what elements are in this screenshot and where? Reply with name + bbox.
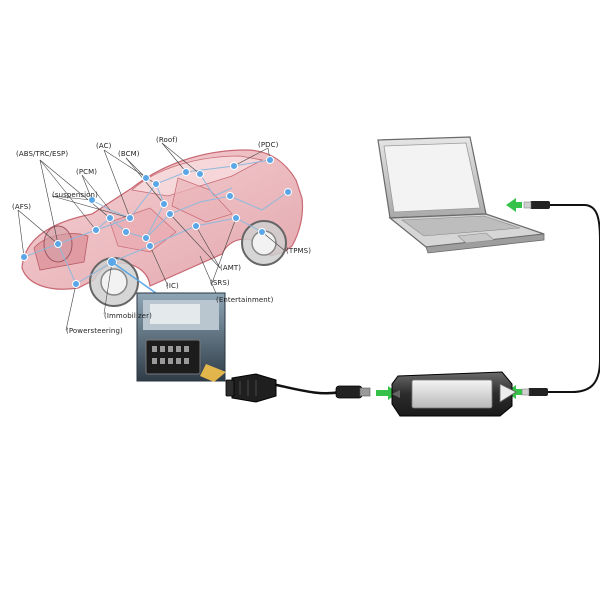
label-ic: (IC) [166, 282, 179, 290]
node-amt-2 [192, 222, 200, 230]
interface-silver-plate [411, 379, 493, 409]
label-immobilizer-text: Immobilizer [106, 312, 150, 320]
cable-plug-middle [335, 385, 371, 399]
label-pdc-text: PDC [260, 141, 276, 149]
label-pcm: (PCM) [76, 168, 98, 176]
node-dash [122, 228, 130, 236]
label-suspension: (suspension) [52, 191, 98, 199]
cables [271, 204, 600, 395]
label-powersteering-text: Powersteering [68, 327, 121, 335]
node-powersteering [72, 280, 80, 288]
obd-cable [271, 382, 341, 395]
node-srs [232, 214, 240, 222]
label-suspension-text: suspension [54, 191, 96, 199]
node-mid [226, 192, 234, 200]
node-center [160, 200, 168, 208]
laptop-illustration [377, 136, 545, 254]
node-ac [126, 214, 134, 222]
laptop-keyboard [401, 215, 521, 237]
laptop-screen [383, 142, 481, 213]
node-pdc [230, 162, 238, 170]
label-ic-text: IC [168, 282, 176, 290]
label-tpms-text: TPMS [288, 247, 309, 255]
obd-connector-adapter [225, 373, 277, 403]
interface-led-triangle [499, 383, 517, 403]
node-pdc-2 [266, 156, 274, 164]
node-pcm [92, 226, 100, 234]
highlight-arrow [200, 364, 226, 382]
car-wheel-rear [241, 220, 287, 266]
label-srs: (SRS) [210, 279, 230, 287]
node-rear [284, 188, 292, 196]
label-tpms: (TPMS) [286, 247, 312, 255]
label-pdc: (PDC) [258, 141, 279, 149]
label-powersteering: (Powersteering) [66, 327, 123, 335]
label-abs-trc-esp-text: ABS/TRC/ESP [18, 150, 66, 158]
arrow-to-laptop [506, 198, 522, 212]
obd-socket [145, 339, 201, 375]
label-amt: (AMT) [220, 264, 242, 272]
usb-plug-laptop [523, 201, 550, 209]
label-ac-text: AC [98, 142, 109, 150]
label-bcm: (BCM) [118, 150, 140, 158]
car-seat [171, 177, 233, 223]
label-pcm-text: PCM [78, 168, 95, 176]
node-amt [166, 210, 174, 218]
node-roof-2 [196, 170, 204, 178]
label-entertainment: (Entertainment) [216, 296, 274, 304]
label-leader-lines [17, 142, 285, 331]
label-afs-text: AFS [14, 203, 29, 211]
label-immobilizer: (Immobilizer) [104, 312, 152, 320]
node-afs [20, 253, 28, 261]
usb-plug-interface [521, 388, 548, 396]
label-ac: (AC) [96, 142, 112, 150]
label-bcm-text: BCM [120, 150, 137, 158]
label-afs: (AFS) [12, 203, 32, 211]
node-bcm [152, 180, 160, 188]
node-ic-2 [146, 242, 154, 250]
node-abs [54, 240, 62, 248]
ecu-nodes [20, 156, 292, 288]
car-illustration [21, 149, 304, 307]
usb-cable [546, 204, 600, 393]
node-ic [142, 234, 150, 242]
node-suspension [106, 214, 114, 222]
node-bcm-2 [142, 174, 150, 182]
label-srs-text: SRS [212, 279, 227, 287]
label-roof: (Roof) [156, 136, 178, 144]
label-roof-text: Roof [158, 136, 175, 144]
laptop-touchpad [457, 232, 495, 244]
label-amt-text: AMT [222, 264, 239, 272]
diagnostic-interface-box [391, 371, 517, 417]
obd-port-photo [111, 261, 226, 382]
node-suspension-2 [88, 196, 96, 204]
label-abs-trc-esp: (ABS/TRC/ESP) [16, 150, 69, 158]
node-tpms [258, 228, 266, 236]
label-entertainment-text: Entertainment [218, 296, 271, 304]
node-roof [182, 168, 190, 176]
